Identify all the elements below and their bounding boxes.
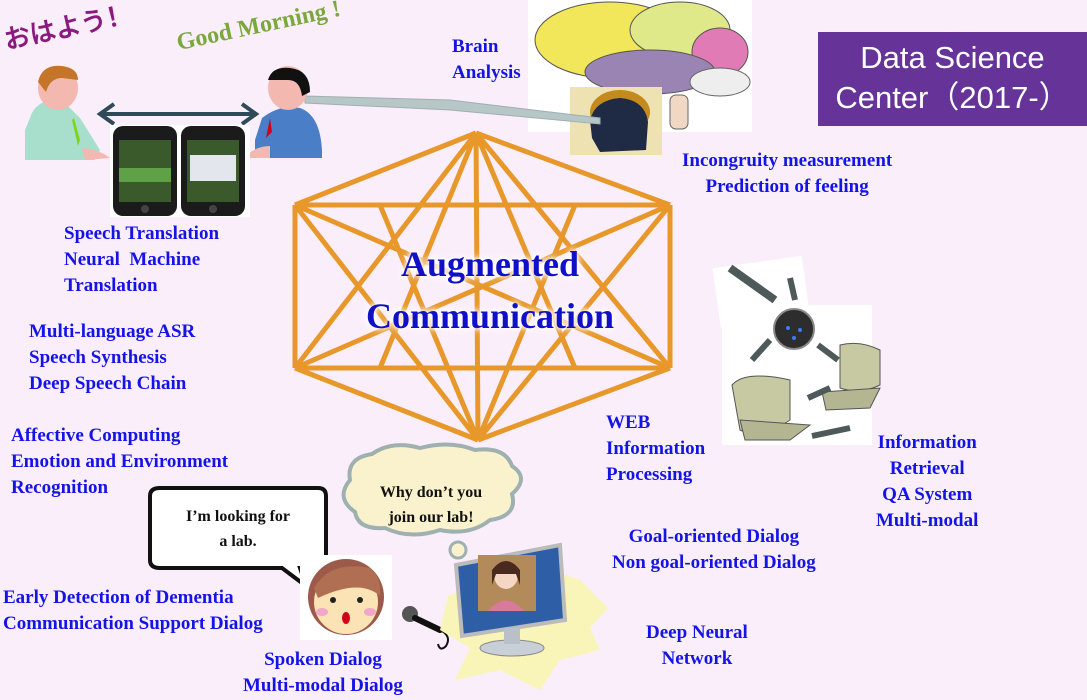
microphone-icon: [402, 606, 449, 650]
lattice-edge: [377, 132, 479, 369]
topic-speech-translation: Speech Translation Neural Machine Transl…: [64, 221, 219, 299]
lattice-edge: [477, 365, 671, 443]
bubble-line: a lab.: [219, 533, 257, 550]
lattice-edge: [294, 365, 479, 443]
topic-line: Multi-modal: [876, 510, 979, 531]
topic-line: Communication Support Dialog: [3, 613, 263, 634]
topic-line: Multi-language ASR: [29, 321, 196, 342]
topic-asr: Multi-language ASR Speech Synthesis Deep…: [29, 319, 195, 397]
topic-line: Incongruity measurement: [682, 150, 893, 171]
topic-line: Multi-modal Dialog: [243, 675, 403, 696]
badge-line-1: Data Science: [860, 40, 1045, 75]
person-right-icon: [244, 66, 322, 158]
topic-line: Non goal-oriented Dialog: [612, 552, 816, 573]
topic-line: Speech Translation: [64, 223, 220, 244]
lattice-edge: [473, 132, 578, 369]
brain-image: [528, 0, 752, 132]
topic-line: Prediction of feeling: [705, 176, 869, 197]
topic-line: Deep Speech Chain: [29, 373, 187, 394]
translation-arrow-icon: [96, 102, 260, 126]
topic-line: Brain: [452, 36, 499, 57]
topic-line: Deep Neural: [646, 622, 748, 643]
bubble-line: I’m looking for: [186, 508, 290, 525]
network-computers-image: [712, 255, 881, 445]
topic-line: Neural Machine: [64, 249, 201, 270]
topic-incongruity: Incongruity measurement Prediction of fe…: [682, 148, 892, 200]
bubble-line: join our lab!: [388, 509, 474, 526]
topic-line: Analysis: [452, 62, 521, 83]
topic-line: WEB: [606, 412, 651, 433]
topic-line: Information: [877, 432, 977, 453]
girl-speech-text: I’m looking for a lab.: [160, 504, 316, 554]
person-left-icon: [25, 65, 110, 160]
topic-dementia: Early Detection of Dementia Communicatio…: [3, 585, 263, 637]
topic-information-retrieval: Information Retrieval QA System Multi-mo…: [876, 430, 978, 534]
lattice-edge: [377, 204, 481, 441]
topic-line: Speech Synthesis: [29, 347, 167, 368]
topic-line: Recognition: [11, 477, 109, 498]
center-title: Augmented Communication: [330, 238, 650, 342]
topic-line: Translation: [64, 275, 158, 296]
thought-beam: [304, 95, 601, 125]
topic-affective-computing: Affective Computing Emotion and Environm…: [11, 423, 228, 501]
lattice-edge: [474, 131, 672, 370]
bubble-line: Why don’t you: [379, 484, 483, 501]
topic-spoken-dialog: Spoken Dialog Multi-modal Dialog: [243, 647, 403, 699]
center-title-line-2: Communication: [365, 296, 614, 336]
hexagon-lattice: [292, 130, 673, 443]
lattice-edge: [294, 202, 671, 371]
lattice-edge: [476, 203, 672, 442]
topic-line: QA System: [882, 484, 973, 505]
topic-line: Spoken Dialog: [264, 649, 382, 670]
topic-line: Early Detection of Dementia: [3, 587, 234, 608]
center-title-line-1: Augmented: [401, 244, 579, 284]
topic-line: Processing: [606, 464, 693, 485]
agent-thought-text: Why don’t you join our lab!: [356, 480, 506, 530]
topic-web-processing: WEB Information Processing: [606, 410, 705, 488]
data-science-center-badge: Data Science Center（2017-）: [818, 32, 1087, 126]
topic-line: Affective Computing: [11, 425, 181, 446]
topic-line: Goal-oriented Dialog: [628, 526, 800, 547]
girl-avatar-icon: [300, 555, 392, 640]
lattice-edge: [293, 131, 478, 370]
topic-line: Network: [661, 648, 733, 669]
lattice-edge: [293, 203, 480, 442]
virtual-agent-monitor-image: [440, 542, 608, 690]
lattice-edge: [294, 130, 477, 208]
badge-line-2: Center（2017-）: [835, 80, 1070, 115]
topic-line: Emotion and Environment: [11, 451, 229, 472]
topic-brain-analysis: Brain Analysis: [452, 34, 521, 86]
topic-goal-dialog: Goal-oriented Dialog Non goal-oriented D…: [612, 524, 816, 576]
lattice-edge: [475, 204, 578, 441]
topic-line: Retrieval: [889, 458, 965, 479]
lattice-edge: [475, 130, 671, 208]
smartphones-image: [110, 125, 250, 217]
topic-line: Information: [606, 438, 706, 459]
topic-deep-neural-network: Deep Neural Network: [646, 620, 748, 672]
